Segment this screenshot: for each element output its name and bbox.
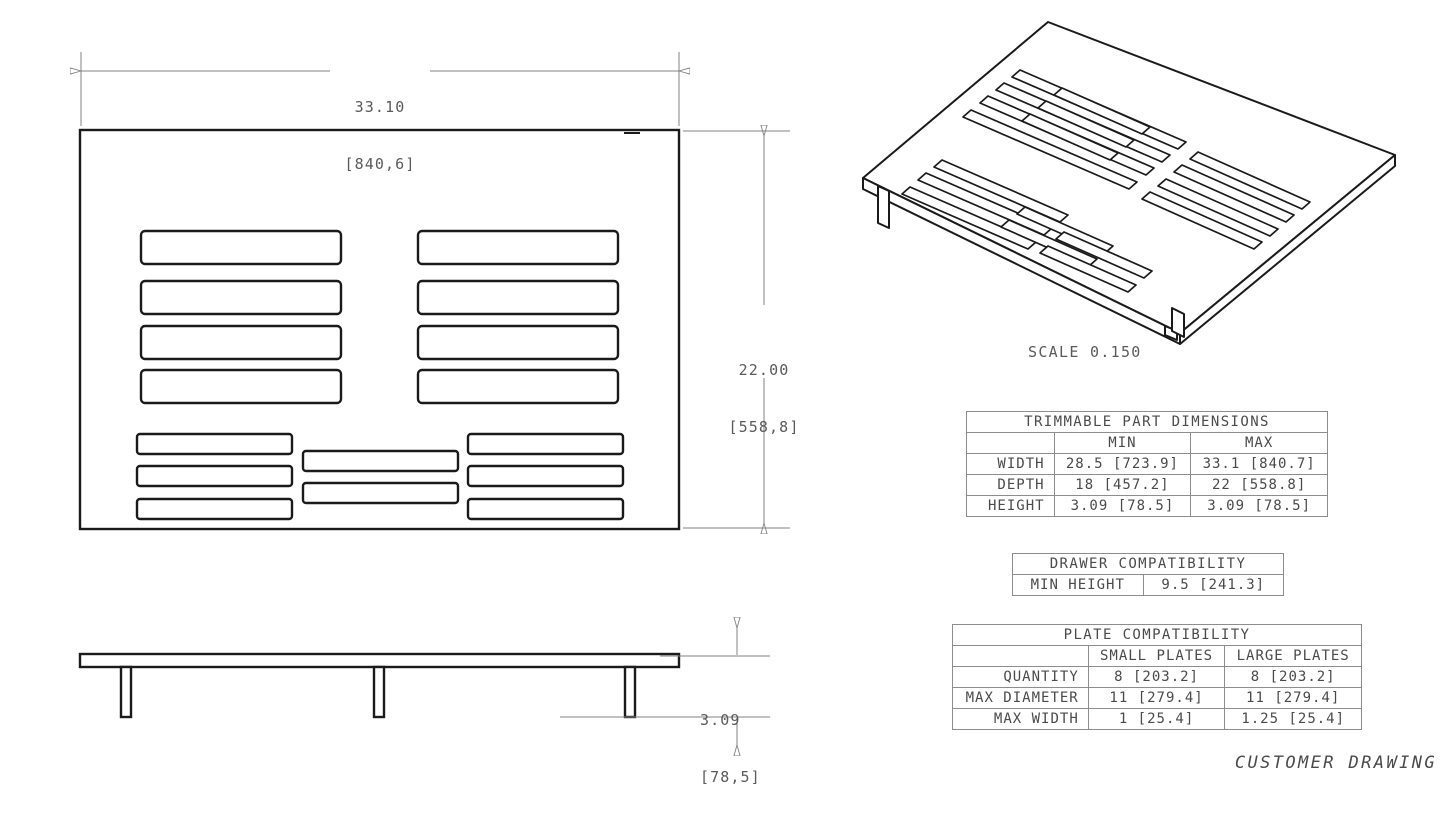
table-plate-row-quantity-large: 8 [203.2] [1224,666,1362,688]
table-row: HEIGHT 3.09 [78.5] 3.09 [78.5] [966,495,1328,517]
dimension-label-depth: 22.00 [558,8] [714,323,814,475]
side-view-leg-center [372,665,386,719]
scale-label: SCALE 0.150 [1028,343,1142,361]
table-trimmable-row-width-label: WIDTH [966,453,1055,475]
table-row: MAX WIDTH 1 [25.4] 1.25 [25.4] [952,708,1362,730]
dimension-depth-metric: [558,8] [728,418,800,436]
table-trimmable-title: TRIMMABLE PART DIMENSIONS [966,411,1328,433]
table-plate-row-quantity-small: 8 [203.2] [1087,666,1226,688]
dimension-width-imperial: 33.10 [354,98,406,116]
drawing-canvas: 33.10 [840,6] 22.00 [558,8] 3.09 [78,5] … [0,21,1437,786]
dimension-height-metric: [78,5] [700,768,761,786]
table-plate-compatibility: PLATE COMPATIBILITY SMALL PLATES LARGE P… [952,624,1362,730]
table-row: DEPTH 18 [457.2] 22 [558.8] [966,474,1328,496]
iso-slots-center [1000,206,1153,293]
iso-slots-lower-left [901,159,1069,250]
table-trimmable-col-max: MAX [1190,432,1328,454]
iso-slots-right [1141,151,1311,250]
table-trimmable-row-depth-label: DEPTH [966,474,1055,496]
table-drawer-row-min-height-label: MIN HEIGHT [1012,574,1144,596]
table-trimmable-row-width-min: 28.5 [723.9] [1053,453,1192,475]
table-plate-row-max-width-label: MAX WIDTH [952,708,1089,730]
table-trimmable-row-height-min: 3.09 [78.5] [1053,495,1192,517]
dimension-height-imperial: 3.09 [700,711,741,729]
table-row-header: MIN MAX [966,432,1328,454]
iso-leg-right [1171,307,1185,338]
top-view-slots-lower-right [466,432,625,521]
top-view [78,128,681,531]
table-row: QUANTITY 8 [203.2] 8 [203.2] [952,666,1362,688]
dimension-width-metric: [840,6] [344,155,416,173]
table-plate-row-max-width-large: 1.25 [25.4] [1224,708,1362,730]
table-trimmable-row-width-max: 33.1 [840.7] [1190,453,1328,475]
table-plate-row-quantity-label: QUANTITY [952,666,1089,688]
iso-slots-upper-right-band [1021,87,1151,161]
table-trimmable-row-depth-max: 22 [558.8] [1190,474,1328,496]
table-row-title: TRIMMABLE PART DIMENSIONS [966,411,1328,433]
dimension-height [560,628,770,745]
top-view-slots-upper-right [416,229,620,405]
top-view-slots-upper-left [139,229,343,405]
side-view [78,652,681,719]
table-trimmable-col-blank [966,432,1055,454]
table-plate-row-max-diameter-label: MAX DIAMETER [952,687,1089,709]
table-plate-row-max-width-small: 1 [25.4] [1087,708,1226,730]
table-drawer-title: DRAWER COMPATIBILITY [1012,553,1284,575]
footer-customer-drawing-label: CUSTOMER DRAWING [1234,753,1437,773]
table-plate-title: PLATE COMPATIBILITY [952,624,1362,646]
table-row: MAX DIAMETER 11 [279.4] 11 [279.4] [952,687,1362,709]
table-trimmable-col-min: MIN [1053,432,1192,454]
table-trimmable-row-depth-min: 18 [457.2] [1053,474,1192,496]
table-row-header: SMALL PLATES LARGE PLATES [952,645,1362,667]
table-plate-row-max-diameter-small: 11 [279.4] [1087,687,1226,709]
side-view-leg-left [119,665,133,719]
dimension-label-width: 33.10 [840,6] [330,60,430,212]
table-plate-col-small-plates: SMALL PLATES [1087,645,1226,667]
table-plate-col-blank [952,645,1089,667]
table-row: MIN HEIGHT 9.5 [241.3] [1012,574,1284,596]
table-row: WIDTH 28.5 [723.9] 33.1 [840.7] [966,453,1328,475]
top-view-slots-lower-center [301,449,460,505]
table-row-title: DRAWER COMPATIBILITY [1012,553,1284,575]
table-drawer-compatibility: DRAWER COMPATIBILITY MIN HEIGHT 9.5 [241… [1012,553,1284,596]
table-plate-row-max-diameter-large: 11 [279.4] [1224,687,1362,709]
table-plate-col-large-plates: LARGE PLATES [1224,645,1362,667]
table-trimmable-row-height-label: HEIGHT [966,495,1055,517]
dimension-label-height: 3.09 [78,5] [700,673,790,825]
table-drawer-row-min-height-value: 9.5 [241.3] [1142,574,1284,596]
side-view-leg-right [623,665,637,719]
table-trimmable-part-dimensions: TRIMMABLE PART DIMENSIONS MIN MAX WIDTH … [966,411,1328,517]
iso-leg-left [877,185,890,229]
table-trimmable-row-height-max: 3.09 [78.5] [1190,495,1328,517]
top-view-slots-lower-left [135,432,294,521]
dimension-depth [683,131,790,528]
technical-drawing-svg [0,21,1396,781]
isometric-view [862,21,1396,345]
dimension-depth-imperial: 22.00 [738,361,790,379]
table-row-title: PLATE COMPATIBILITY [952,624,1362,646]
dimension-width [81,52,679,126]
